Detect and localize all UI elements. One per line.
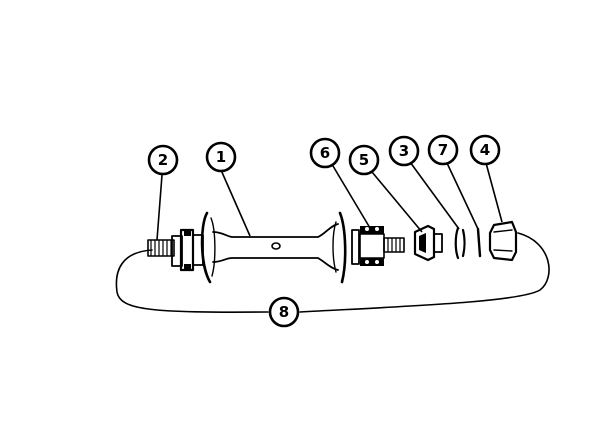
leader-7 (446, 162, 479, 230)
callout-1: 1 (205, 141, 237, 173)
leader-1 (220, 169, 251, 237)
svg-text:7: 7 (438, 141, 448, 159)
svg-text:2: 2 (158, 151, 168, 169)
callout-8: 8 (268, 296, 300, 328)
svg-text:1: 1 (216, 148, 226, 166)
svg-text:5: 5 (359, 151, 369, 169)
callout-6: 6 (309, 137, 341, 169)
svg-text:6: 6 (320, 144, 330, 162)
part-4-locknut (488, 220, 518, 262)
svg-text:3: 3 (399, 142, 409, 160)
assembly-loop-line (115, 232, 550, 313)
svg-text:8: 8 (279, 303, 289, 321)
part-5-cone (413, 224, 443, 262)
callout-2: 2 (147, 144, 179, 176)
right-axle-thread (383, 237, 405, 253)
callout-3: 3 (388, 135, 420, 167)
left-locknut-stack (171, 228, 204, 272)
hub-shell (200, 211, 347, 284)
right-cone-bearing (351, 226, 385, 266)
leader-4 (485, 162, 503, 223)
callout-7: 7 (427, 134, 459, 166)
part-3-washer (454, 226, 466, 260)
leader-3 (409, 161, 460, 230)
left-axle-thread (147, 239, 175, 257)
callout-4: 4 (469, 134, 501, 166)
callout-5: 5 (348, 144, 380, 176)
svg-text:4: 4 (480, 141, 490, 159)
leader-5 (371, 171, 423, 233)
leader-6 (332, 165, 371, 229)
part-7-thin-washer (476, 227, 482, 258)
leader-2 (156, 174, 163, 241)
